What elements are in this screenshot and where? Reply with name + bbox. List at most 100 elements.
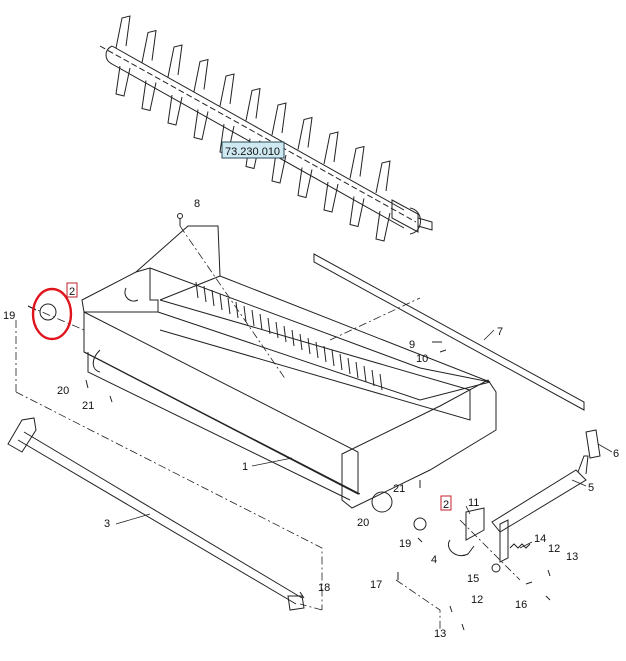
rotor-assembly — [99, 15, 433, 242]
frame-slot — [219, 293, 223, 311]
frame-slot — [251, 309, 255, 327]
frame-left-side-plate — [81, 267, 159, 313]
frame-left-cutout — [124, 287, 139, 302]
callout-7: 7 — [497, 326, 503, 338]
part-2-box-left — [66, 282, 78, 298]
rotor-flail-lower — [349, 196, 365, 228]
highlight-circle — [31, 287, 73, 341]
frame-skirt — [87, 352, 351, 501]
callout-11: 11 — [468, 497, 479, 509]
callout-12-bottom: 12 — [471, 594, 483, 606]
rotor-flail-upper — [323, 131, 339, 165]
rotor-flail-upper — [349, 145, 365, 179]
frame-slot — [379, 373, 383, 391]
lever-arm — [491, 469, 587, 533]
frame-slot — [243, 305, 247, 323]
guide-lever — [459, 519, 521, 581]
rotor-flail-upper — [245, 87, 261, 121]
leader-1 — [251, 457, 293, 467]
bearing-2-right — [413, 517, 427, 531]
guide-rotor-frame — [179, 225, 287, 381]
bolt-8-head — [177, 213, 183, 219]
callout-21-right: 21 — [393, 483, 405, 495]
frame-slot — [259, 313, 263, 331]
part-2-box-right — [440, 495, 452, 511]
callout-4: 4 — [431, 554, 437, 566]
spring — [509, 543, 531, 549]
bolt-19-right — [417, 537, 423, 543]
callout-10: 10 — [416, 353, 428, 365]
shaft-end-fork — [7, 417, 37, 453]
washer-15 — [491, 563, 501, 573]
fasteners — [27, 213, 551, 631]
callout-5: 5 — [588, 482, 594, 494]
frame-slot — [347, 357, 351, 375]
frame-slot — [227, 297, 231, 315]
leader-5 — [571, 479, 587, 487]
rotor-flail-lower — [115, 65, 131, 97]
frame-front-panel — [83, 311, 359, 495]
rotor-end-stub — [417, 217, 433, 231]
rotor-end-hub — [391, 199, 421, 235]
frame-slot-row — [195, 281, 383, 391]
rotor-flail-upper — [193, 58, 209, 92]
frame-back-panel — [149, 267, 491, 383]
frame-slot — [307, 337, 311, 355]
rotor-flails — [115, 15, 391, 242]
callout-17: 17 — [370, 579, 382, 591]
frame-right-side-plate — [341, 379, 497, 509]
lever-upper-rod — [577, 455, 589, 475]
shaft-assembly — [7, 417, 305, 611]
frame-slot — [315, 341, 319, 359]
callout-19-right: 19 — [399, 538, 411, 550]
part-callouts: 1 2 2 3 4 5 6 7 8 9 10 11 12 12 13 13 14… — [3, 198, 619, 640]
reference-label: 73.230.010 — [225, 146, 280, 158]
frame-inner-lip — [157, 311, 491, 401]
frame-slot — [363, 365, 367, 383]
guide-shaft-end — [299, 603, 323, 611]
frame-trough — [92, 349, 101, 373]
frame-slot — [275, 321, 279, 339]
frame-bottom-edge — [83, 351, 361, 495]
bolt-16 — [545, 595, 551, 601]
bearing-20 — [371, 491, 393, 513]
shaft-body — [17, 431, 303, 605]
callout-13-bottom: 13 — [434, 628, 446, 640]
frame-slot — [323, 345, 327, 363]
bolt-13-right — [547, 569, 551, 577]
lever-lower-arm — [499, 519, 509, 563]
bracket-bushing — [448, 539, 475, 556]
bolt-20-left — [85, 379, 89, 389]
callout-21-left: 21 — [82, 400, 94, 412]
rotor-flail-upper — [219, 73, 235, 107]
leader-7 — [483, 329, 495, 341]
rotor-flail-lower — [193, 109, 209, 141]
shaft-end-collar — [287, 595, 305, 611]
frame-inner-panel — [159, 299, 471, 421]
rotor-shaft-centerline — [99, 45, 417, 223]
leader-14 — [519, 541, 533, 549]
rotor-flail-upper — [167, 44, 183, 78]
rotor-flail-lower — [271, 152, 287, 184]
leader-6 — [597, 443, 613, 453]
assembly-guides — [15, 225, 521, 630]
callout-14: 14 — [534, 533, 546, 545]
frame-slot — [267, 317, 271, 335]
guide-right-bottom — [395, 579, 441, 630]
frame-slot — [299, 333, 303, 351]
frame-housing — [81, 225, 497, 509]
callout-1: 1 — [242, 461, 248, 473]
callout-6: 6 — [613, 448, 619, 460]
callout-18: 18 — [318, 582, 330, 594]
wear-strip-body — [313, 253, 585, 411]
guide-left-bearing — [27, 305, 85, 331]
callout-2-left: 2 — [69, 286, 75, 298]
rotor-flail-lower — [323, 181, 339, 213]
frame-slot — [339, 353, 343, 371]
bolt-13-bottom — [461, 623, 465, 631]
bearing-2-left — [39, 303, 57, 321]
frame-slot — [203, 285, 207, 303]
locking-bracket — [465, 507, 485, 541]
callout-2-right: 2 — [443, 499, 449, 511]
